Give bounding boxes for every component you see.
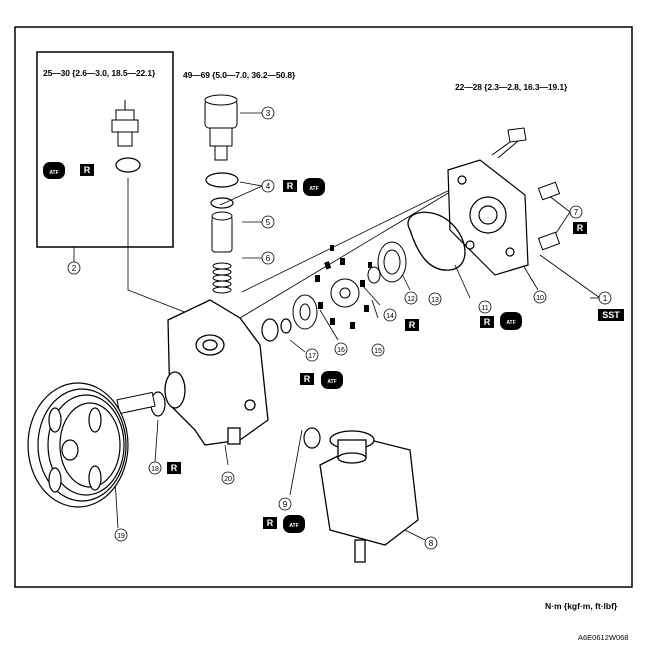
callout-circle-14 bbox=[383, 308, 397, 322]
part-20-pump-body bbox=[164, 299, 269, 446]
part-19-pulley bbox=[27, 382, 129, 508]
callout-circle-20 bbox=[221, 471, 235, 485]
callout-circle-17 bbox=[305, 348, 319, 362]
callout-circle-11 bbox=[478, 300, 492, 314]
callout-label-13: 13 bbox=[431, 297, 439, 304]
part-16-plate bbox=[292, 294, 318, 330]
fluid-can-icons bbox=[43, 162, 522, 533]
fluid-can-labels: ATF ATF ATF ATF ATF bbox=[49, 170, 515, 529]
svg-text:ATF: ATF bbox=[327, 379, 336, 385]
inset-frame bbox=[36, 51, 174, 248]
shaft bbox=[116, 391, 156, 415]
callout-label-1: 1 bbox=[603, 294, 608, 303]
callout-circle-13 bbox=[428, 292, 442, 306]
callout-label-14: 14 bbox=[386, 313, 394, 320]
callout-label-18: 18 bbox=[151, 466, 159, 473]
part-11-gasket bbox=[407, 211, 466, 271]
callout-label-7: 7 bbox=[574, 208, 579, 217]
callout-circle-5 bbox=[261, 215, 275, 229]
replace-tag: R bbox=[263, 517, 277, 529]
callout-label-20: 20 bbox=[224, 476, 232, 483]
inset-oring bbox=[115, 157, 141, 173]
callout-label-10: 10 bbox=[536, 295, 544, 302]
callout-label-11: 11 bbox=[481, 305, 488, 312]
units-note: N·m {kgf·m, ft·lbf} bbox=[545, 601, 618, 611]
outer-frame bbox=[14, 26, 633, 588]
callout-circle-1 bbox=[598, 291, 612, 305]
replace-tag: R bbox=[283, 180, 297, 192]
callout-circle-16 bbox=[334, 342, 348, 356]
inset-sensor bbox=[111, 100, 139, 147]
torque-spec-bracket-bolt: 22—28 {2.3—2.8, 16.3—19.1} bbox=[455, 82, 568, 92]
vanes bbox=[315, 245, 372, 329]
callout-circle-19 bbox=[114, 528, 128, 542]
part-13-cam-ring bbox=[377, 241, 407, 283]
callout-circle-7 bbox=[569, 205, 583, 219]
callout-circle-9 bbox=[278, 497, 292, 511]
replace-tag: R bbox=[573, 222, 587, 234]
callout-circle-12 bbox=[404, 291, 418, 305]
part-10-cover bbox=[447, 159, 529, 276]
callout-circle-3 bbox=[261, 106, 275, 120]
part-5-valve bbox=[211, 211, 233, 253]
figure-code: A6E0612W068 bbox=[578, 633, 629, 642]
callout-label-9: 9 bbox=[283, 500, 288, 509]
replace-tag: R bbox=[300, 373, 314, 385]
part-6-spring bbox=[212, 262, 232, 294]
callout-label-17: 17 bbox=[308, 353, 316, 360]
torque-spec-inset: 25—30 {2.6—3.0, 18.5—22.1} bbox=[43, 68, 156, 78]
replace-tag: R bbox=[405, 319, 419, 331]
callout-label-16: 16 bbox=[337, 347, 345, 354]
part-8-reservoir bbox=[319, 430, 419, 563]
callout-label-19: 19 bbox=[117, 533, 125, 540]
replace-tag: R bbox=[80, 164, 94, 176]
callout-label-2: 2 bbox=[72, 264, 77, 273]
part-3-fitting bbox=[204, 94, 238, 161]
callout-circle-8 bbox=[424, 536, 438, 550]
torque-spec-pressure-switch: 49—69 {5.0—7.0, 36.2—50.8} bbox=[183, 70, 296, 80]
callout-label-12: 12 bbox=[407, 296, 415, 303]
sst-tag: SST bbox=[598, 309, 624, 321]
callout-circle-15 bbox=[371, 343, 385, 357]
callout-label-15: 15 bbox=[374, 348, 382, 355]
svg-text:ATF: ATF bbox=[309, 186, 318, 192]
callout-circle-10 bbox=[533, 290, 547, 304]
callout-label-5: 5 bbox=[266, 218, 271, 227]
replace-tag: R bbox=[167, 462, 181, 474]
bracket-bolt bbox=[491, 127, 527, 159]
part-7-clips bbox=[537, 181, 561, 251]
callout-circle-4 bbox=[261, 179, 275, 193]
svg-text:ATF: ATF bbox=[506, 320, 515, 326]
callout-circle-6 bbox=[261, 251, 275, 265]
part-14-rotor bbox=[330, 278, 360, 308]
svg-text:ATF: ATF bbox=[289, 523, 298, 529]
callout-label-8: 8 bbox=[429, 539, 434, 548]
replace-tag: R bbox=[480, 316, 494, 328]
callout-label-6: 6 bbox=[266, 254, 271, 263]
callout-label-4: 4 bbox=[266, 182, 271, 191]
svg-text:ATF: ATF bbox=[49, 170, 58, 176]
callout-circle-2 bbox=[67, 261, 81, 275]
callout-circle-18 bbox=[148, 461, 162, 475]
callout-label-3: 3 bbox=[266, 109, 271, 118]
